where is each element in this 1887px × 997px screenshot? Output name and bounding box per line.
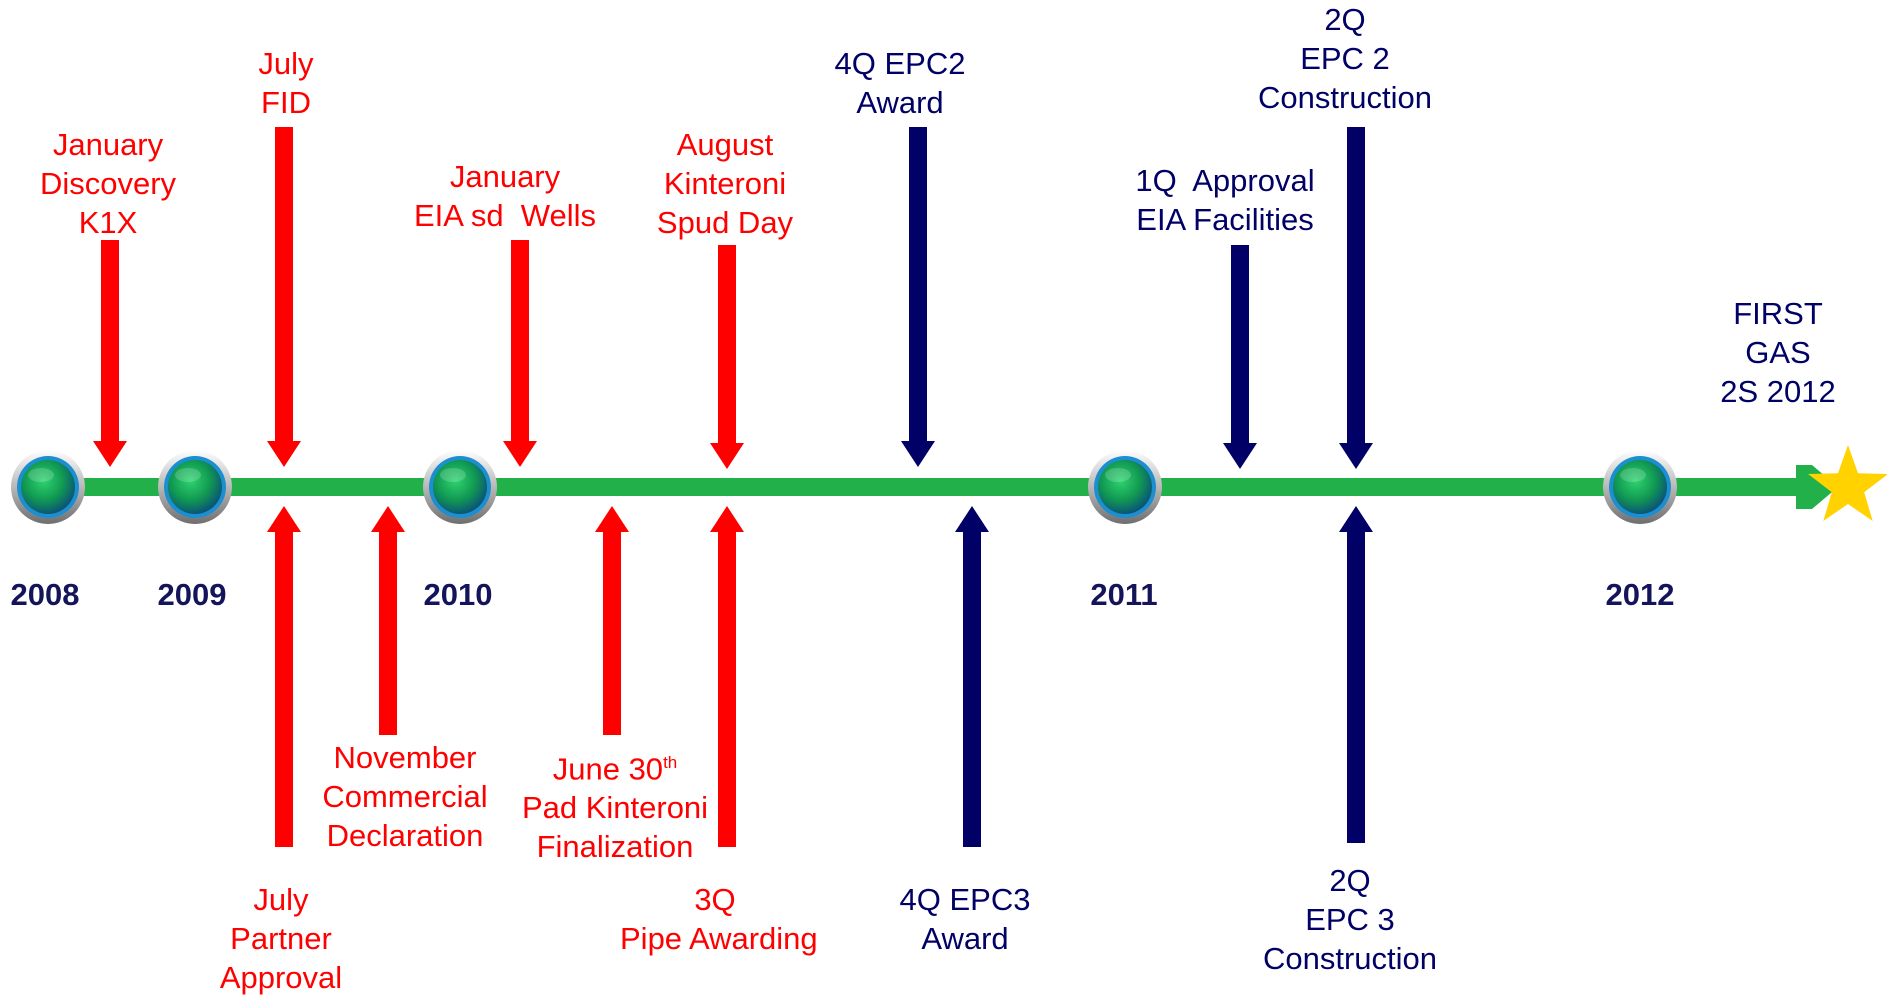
star-icon: [1808, 445, 1887, 521]
event-arrow-discovery-k1x: [93, 240, 127, 467]
event-label-line: Award: [921, 921, 1009, 956]
event-label-line: 4Q EPC3: [899, 882, 1031, 917]
event-arrow-epc3-construction: [1339, 506, 1373, 843]
event-label-line: Commercial: [322, 779, 488, 814]
event-label-line: August: [676, 127, 774, 162]
event-arrow-epc2-construction: [1339, 127, 1373, 469]
event-label-line: Finalization: [536, 829, 694, 865]
year-node-icon: [11, 450, 85, 524]
event-label-discovery-k1x: January Discovery K1X: [28, 125, 188, 242]
event-arrow-eia-sd-wells: [503, 240, 537, 467]
event-label-line: November: [333, 740, 477, 775]
first-gas-line: GAS: [1745, 335, 1811, 370]
event-label-line: Kinteroni: [663, 166, 787, 201]
event-label-line: Pad Kinteroni: [521, 790, 709, 826]
year-node-icon: [1088, 450, 1162, 524]
year-node-ball: [21, 460, 75, 514]
year-label-2009: 2009: [157, 577, 227, 612]
year-node-ball: [168, 460, 222, 514]
event-label-partner-approval: July Partner Approval: [206, 880, 356, 997]
year-node-icon: [423, 450, 497, 524]
event-label-line: 3Q: [694, 882, 736, 917]
event-label-line: Declaration: [326, 818, 484, 853]
year-node-highlight: [440, 468, 466, 482]
event-label-kinteroni-spud-day: August Kinteroni Spud Day: [640, 125, 810, 242]
year-node-ball: [433, 460, 487, 514]
year-label-2011: 2011: [1090, 577, 1158, 612]
event-label-epc3-award: 4Q EPC3 Award: [880, 880, 1050, 958]
event-label-line: 1Q Approval: [1135, 163, 1315, 198]
event-label-epc2-construction: 2Q EPC 2 Construction: [1240, 0, 1450, 117]
event-arrow-partner-approval: [267, 506, 301, 847]
year-node-highlight: [1620, 468, 1646, 482]
event-label-line: Award: [856, 85, 944, 120]
event-label-line: Partner: [230, 921, 332, 956]
event-label-pipe-awarding: 3Q Pipe Awarding: [620, 880, 818, 958]
event-label-line: January: [449, 159, 561, 194]
event-label-epc3-construction: 2Q EPC 3 Construction: [1250, 861, 1450, 978]
event-arrow-epc2-award: [901, 127, 935, 467]
year-node-highlight: [28, 468, 54, 482]
event-label-line: July: [258, 46, 314, 81]
event-label-line: Construction: [1262, 941, 1438, 976]
event-label-line: Construction: [1257, 80, 1433, 115]
event-label-line: EPC 2: [1300, 41, 1390, 76]
event-label-line: 2Q: [1329, 863, 1371, 898]
event-label-line: K1X: [78, 205, 138, 240]
event-arrow-july-fid: [267, 127, 301, 467]
first-gas-line: FIRST: [1733, 296, 1823, 331]
year-label-2008: 2008: [10, 577, 80, 612]
event-label-line: 4Q EPC2: [834, 46, 966, 81]
event-label-line: 2Q: [1324, 2, 1366, 37]
event-label-line: EIA Facilities: [1136, 202, 1314, 237]
year-node-ball: [1613, 460, 1667, 514]
event-label-commercial-declaration: November Commercial Declaration: [315, 738, 495, 855]
event-label-line: January: [52, 127, 164, 162]
event-arrow-kinteroni-spud-day: [710, 245, 744, 469]
event-arrow-pad-kinteroni-finalization: [595, 506, 629, 735]
timeline-bar: [60, 478, 1800, 496]
first-gas-label: FIRST GAS 2S 2012: [1693, 294, 1863, 411]
event-label-pad-kinteroni-finalization: June 30th Pad Kinteroni Finalization: [520, 743, 710, 866]
event-label-line: EPC 3: [1305, 902, 1395, 937]
event-label-epc2-award: 4Q EPC2 Award: [815, 44, 985, 122]
event-label-line: June 30th: [520, 743, 710, 788]
event-label-july-fid: July FID: [226, 44, 346, 122]
event-label-line: Discovery: [39, 166, 177, 201]
first-gas-line: 2S 2012: [1720, 374, 1836, 409]
event-arrow-commercial-declaration: [371, 506, 405, 735]
year-node-highlight: [1105, 468, 1131, 482]
event-label-superscript: th: [663, 753, 678, 772]
event-label-text: June 30: [552, 751, 664, 787]
year-label-2010: 2010: [423, 577, 493, 612]
event-label-eia-sd-wells: January EIA sd Wells: [400, 157, 610, 235]
year-node-icon: [158, 450, 232, 524]
event-label-line: July: [253, 882, 309, 917]
event-arrow-pipe-awarding: [710, 506, 744, 847]
event-label-line: FID: [261, 85, 311, 120]
year-node-highlight: [175, 468, 201, 482]
year-node-ball: [1098, 460, 1152, 514]
event-label-approval-eia-facilities: 1Q Approval EIA Facilities: [1105, 161, 1345, 239]
event-label-line: Approval: [219, 960, 343, 995]
timeline-arrowhead: [1796, 465, 1838, 509]
event-label-line: Pipe Awarding: [620, 921, 818, 956]
year-node-icon: [1603, 450, 1677, 524]
event-label-line: Spud Day: [656, 205, 794, 240]
event-arrow-epc3-award: [955, 506, 989, 847]
year-label-2012: 2012: [1605, 577, 1675, 612]
event-label-line: EIA sd Wells: [413, 198, 597, 233]
event-arrow-approval-eia-facilities: [1223, 245, 1257, 469]
